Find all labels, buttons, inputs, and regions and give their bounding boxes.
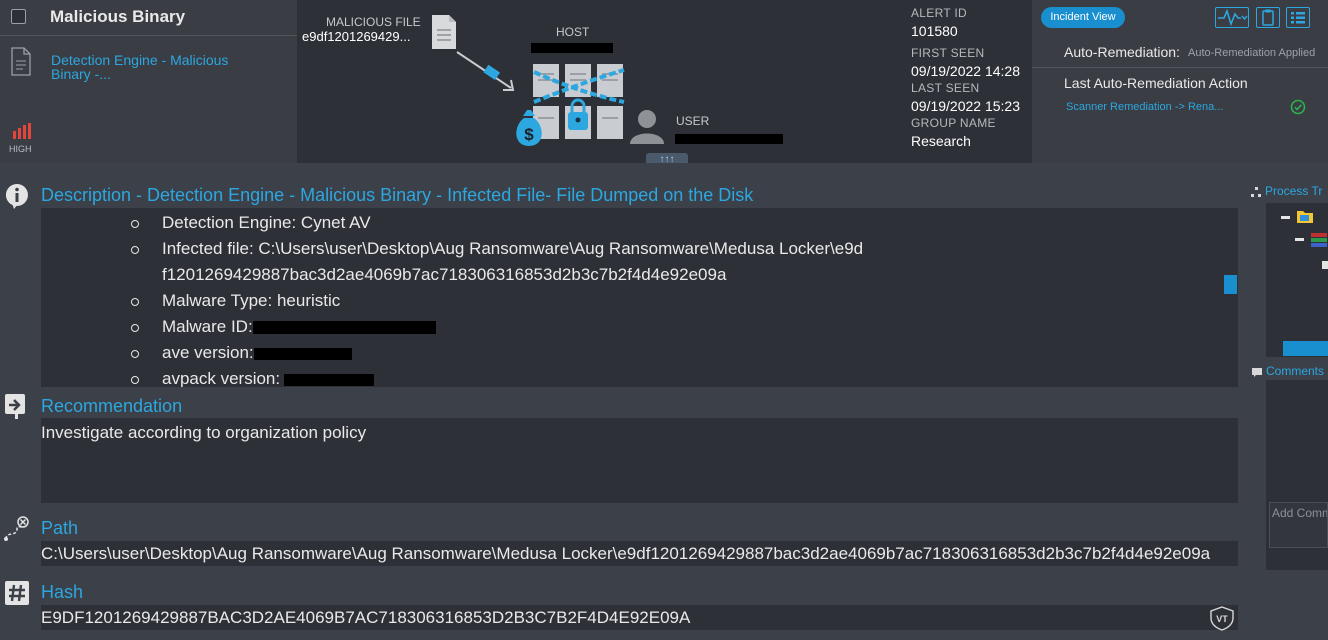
last-seen-label: LAST SEEN <box>911 81 980 95</box>
malicious-file-value[interactable]: e9df1201269429... <box>302 29 411 44</box>
document-icon <box>9 47 33 82</box>
hash-title: Hash <box>41 582 84 602</box>
comment-icon <box>1251 366 1263 384</box>
malware-id-redacted <box>252 321 436 335</box>
hash-value[interactable]: E9DF1201269429887BAC3D2AE4069B7AC7183063… <box>41 608 691 627</box>
recommendation-title: Recommendation <box>41 396 183 416</box>
section-divider <box>0 163 1328 176</box>
panel-divider <box>1032 67 1328 68</box>
description-scrollbar[interactable] <box>1224 275 1237 294</box>
severity-label: HIGH <box>9 144 32 154</box>
attack-arrow-icon <box>455 48 517 99</box>
description-list: Detection Engine: Cynet AV Infected file… <box>131 210 865 387</box>
description-item: Malware Type: heuristic <box>131 288 865 314</box>
path-value[interactable]: C:\Users\user\Desktop\Aug Ransomware\Aug… <box>41 544 1211 563</box>
comments-title: Comments <box>1266 364 1325 378</box>
first-seen-value: 09/19/2022 14:28 <box>911 63 1020 79</box>
description-box: Detection Engine: Cynet AV Infected file… <box>41 208 1238 387</box>
process-tree-title[interactable]: Process Tr <box>1265 184 1323 198</box>
severity-high-icon <box>13 123 33 144</box>
path-box <box>41 541 1238 566</box>
host-name-redacted <box>531 43 613 53</box>
group-name-label: GROUP NAME <box>911 116 996 130</box>
recommendation-icon <box>4 393 30 424</box>
folder-icon <box>1296 208 1314 229</box>
clipboard-icon[interactable] <box>1256 7 1280 28</box>
file-icon[interactable] <box>430 14 458 55</box>
hash-box <box>41 605 1238 630</box>
alert-summary-panel <box>0 0 297 163</box>
success-check-icon <box>1290 99 1306 120</box>
process-tree-icon <box>1250 185 1262 203</box>
path-icon <box>3 515 31 548</box>
description-item: Malware ID: <box>131 314 865 340</box>
incident-view-button[interactable]: Incident View <box>1041 7 1125 28</box>
collapse-icon[interactable] <box>1295 238 1304 241</box>
process-tree-panel <box>1266 203 1328 357</box>
detection-engine-link[interactable]: Detection Engine - Malicious Binary -... <box>51 52 229 82</box>
user-icon[interactable] <box>628 108 666 149</box>
money-bag-icon: $ <box>511 106 547 155</box>
first-seen-label: FIRST SEEN <box>911 46 985 60</box>
archive-icon <box>1310 232 1328 253</box>
info-icon <box>3 182 31 215</box>
recommendation-box <box>41 418 1238 503</box>
alert-id-value: 101580 <box>911 23 958 39</box>
last-seen-value: 09/19/2022 15:23 <box>911 98 1020 114</box>
process-tree-scrollbar[interactable] <box>1283 341 1328 356</box>
virustotal-icon[interactable]: VT <box>1206 605 1238 636</box>
auto-remediation-label: Auto-Remediation: <box>1064 44 1180 60</box>
alert-title: Malicious Binary <box>50 7 186 26</box>
user-label: USER <box>676 114 710 128</box>
group-name-value: Research <box>911 133 971 149</box>
description-title: Description - Detection Engine - Malicio… <box>41 185 754 205</box>
svg-text:VT: VT <box>1216 614 1228 624</box>
collapse-icon[interactable] <box>1281 216 1290 219</box>
last-remediation-link[interactable]: Scanner Remediation -> Rena... <box>1066 101 1224 113</box>
file-node-icon <box>1322 261 1328 269</box>
hash-icon <box>5 581 29 610</box>
ave-version-redacted <box>253 347 352 360</box>
svg-text:$: $ <box>524 125 534 144</box>
recommendation-text: Investigate according to organization po… <box>41 423 367 442</box>
description-item: Detection Engine: Cynet AV <box>131 210 865 236</box>
path-title: Path <box>41 518 79 538</box>
list-icon[interactable] <box>1286 7 1310 28</box>
alert-id-label: ALERT ID <box>911 6 967 20</box>
avpack-version-redacted <box>284 373 375 386</box>
malicious-file-label: MALICIOUS FILE <box>326 15 421 29</box>
select-checkbox[interactable] <box>11 9 26 24</box>
auto-remediation-value: Auto-Remediation Applied <box>1188 47 1316 59</box>
host-label: HOST <box>556 25 590 39</box>
description-item: Infected file: C:\Users\user\Desktop\Aug… <box>131 236 865 288</box>
add-comment-input[interactable]: Add Comm <box>1269 502 1328 548</box>
description-item: avpack version: <box>131 366 865 387</box>
last-remediation-label: Last Auto-Remediation Action <box>1064 75 1248 91</box>
user-name-redacted <box>675 134 783 144</box>
activity-icon[interactable] <box>1215 7 1249 28</box>
description-item: ave version: <box>131 340 865 366</box>
